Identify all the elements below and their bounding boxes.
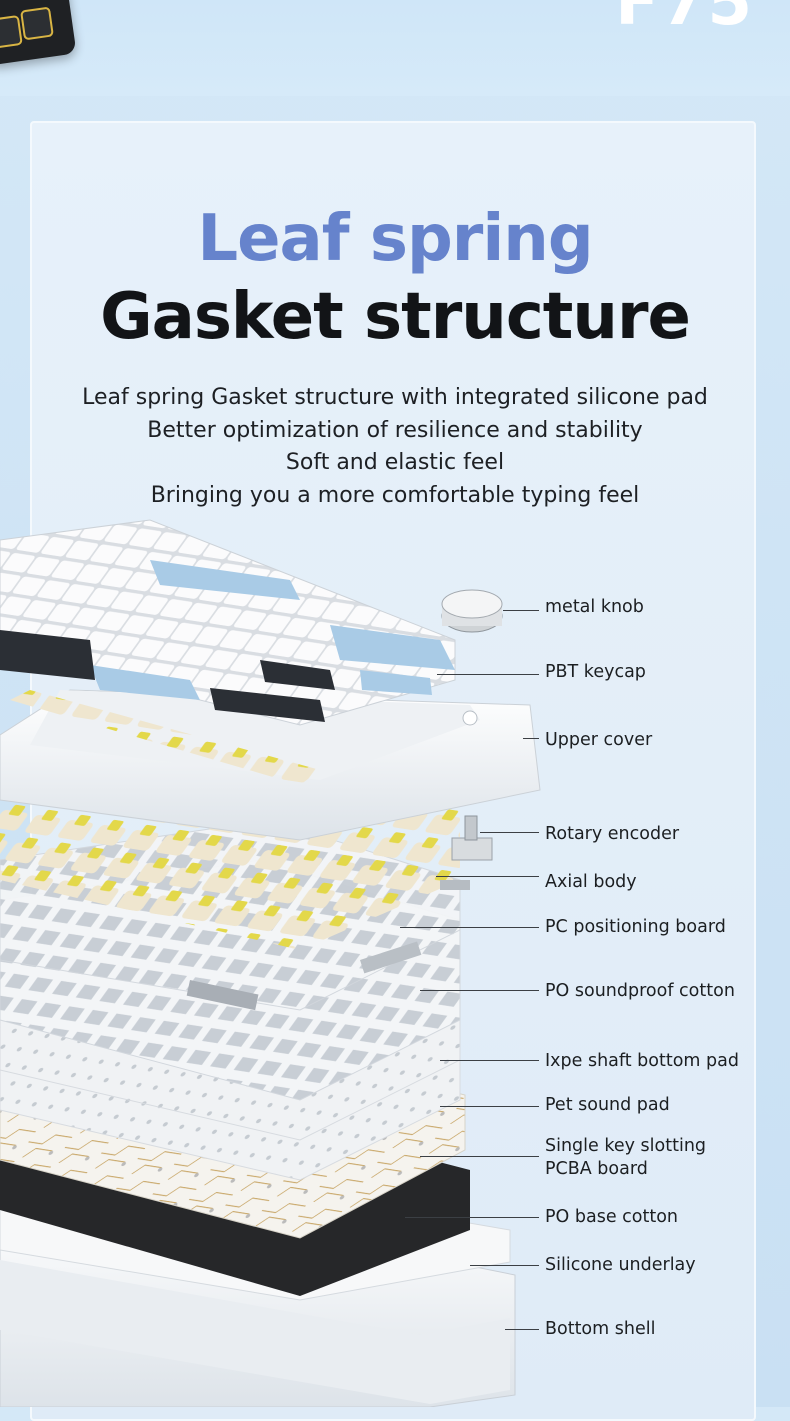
layer-label-pbt-keycap: PBT keycap bbox=[545, 662, 646, 682]
heading-line2: Gasket structure bbox=[100, 280, 691, 354]
leader-line bbox=[420, 1156, 539, 1157]
layer-label-axial-body: Axial body bbox=[545, 872, 637, 892]
layer-label-pcba-board: PCBA board bbox=[545, 1159, 648, 1179]
leader-line bbox=[440, 1060, 539, 1061]
leader-line bbox=[503, 610, 539, 611]
description-line: Better optimization of resilience and st… bbox=[147, 417, 643, 443]
layer-label-single-key-slotting: Single key slotting bbox=[545, 1136, 707, 1156]
leader-line bbox=[440, 1106, 539, 1107]
description-line: Soft and elastic feel bbox=[285, 450, 505, 475]
heading-line1: Leaf spring bbox=[197, 202, 593, 276]
exploded-keyboard-illustration bbox=[0, 519, 541, 1407]
leader-line bbox=[400, 927, 539, 928]
layer-label-pc-positioning-board: PC positioning board bbox=[545, 917, 726, 937]
layer-label-silicone-underlay: Silicone underlay bbox=[545, 1255, 696, 1275]
leader-line bbox=[405, 1217, 539, 1218]
layer-label-po-base-cotton: PO base cotton bbox=[545, 1207, 679, 1227]
top-band bbox=[0, 0, 790, 96]
leader-line bbox=[505, 1329, 539, 1330]
layer-label-rotary-encoder: Rotary encoder bbox=[545, 824, 680, 844]
leader-line bbox=[523, 738, 539, 739]
leader-line bbox=[480, 832, 539, 833]
leader-line bbox=[437, 674, 539, 675]
leader-line bbox=[436, 876, 539, 877]
description-line: Bringing you a more comfortable typing f… bbox=[150, 482, 640, 508]
model-text: F75 bbox=[615, 0, 754, 40]
leader-line bbox=[470, 1265, 539, 1266]
description-line: Leaf spring Gasket structure with integr… bbox=[82, 385, 708, 410]
leader-line bbox=[420, 990, 539, 991]
layer-label-ixpe-shaft-bottom-pad: Ixpe shaft bottom pad bbox=[545, 1051, 739, 1071]
layer-label-po-soundproof-cotton: PO soundproof cotton bbox=[545, 981, 735, 1001]
layer-label-bottom-shell: Bottom shell bbox=[545, 1319, 656, 1339]
layer-label-metal-knob: metal knob bbox=[545, 597, 644, 617]
layer-label-upper-cover: Upper cover bbox=[545, 730, 653, 750]
layer-label-pet-sound-pad: Pet sound pad bbox=[545, 1095, 670, 1115]
description: Leaf spring Gasket structure with integr… bbox=[0, 382, 790, 512]
